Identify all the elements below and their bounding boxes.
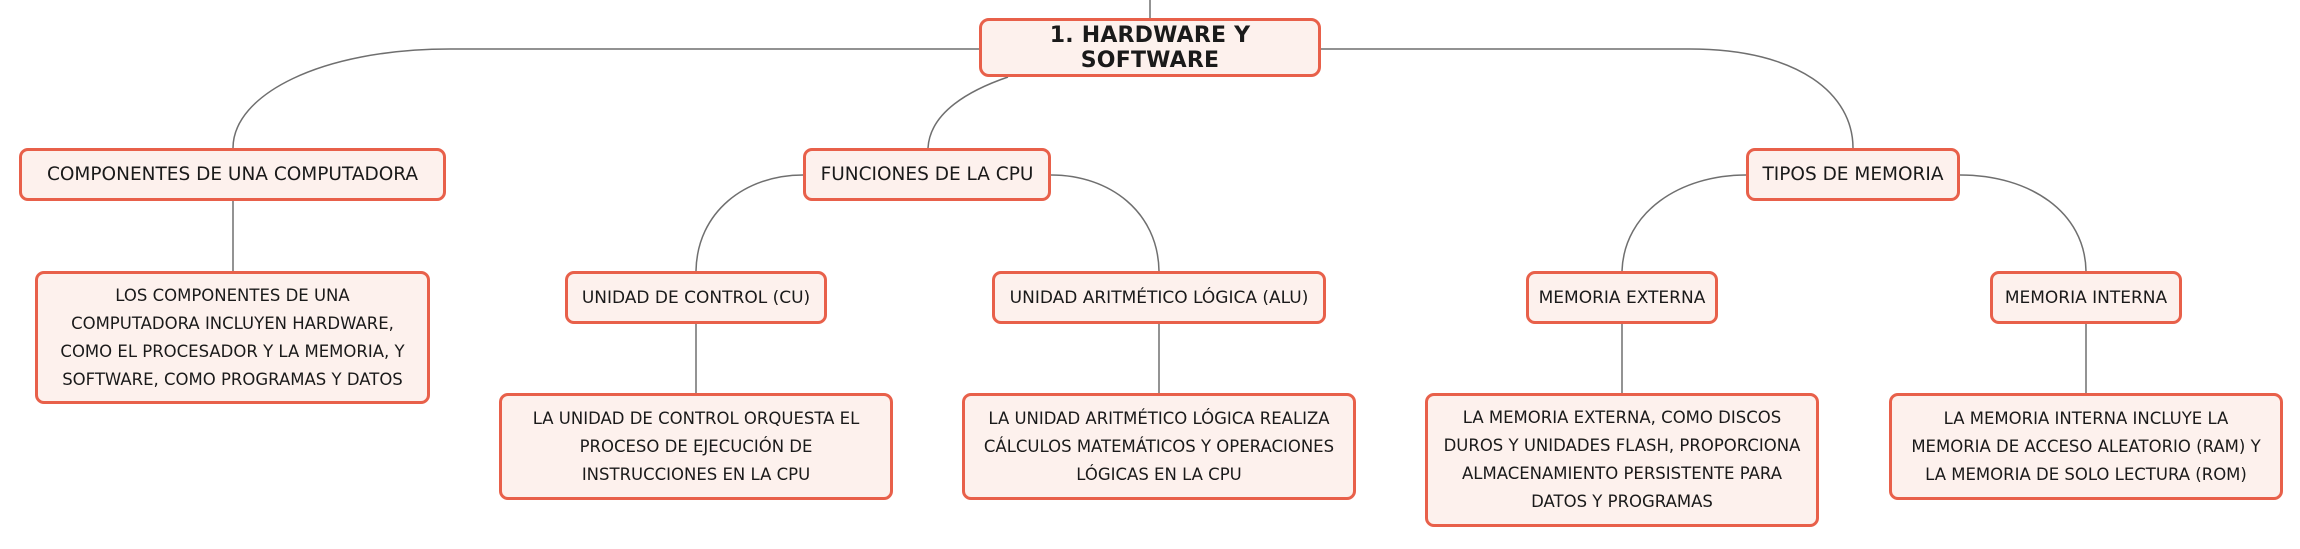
- connector-root-memoria: [1321, 48, 1854, 149]
- node-componentes[interactable]: COMPONENTES DE UNA COMPUTADORA: [19, 148, 446, 201]
- node-alu[interactable]: UNIDAD ARITMÉTICO LÓGICA (ALU): [992, 271, 1326, 324]
- connector-funciones-cu: [695, 174, 804, 272]
- detail-componentes[interactable]: LOS COMPONENTES DE UNA COMPUTADORA INCLU…: [35, 271, 430, 404]
- node-memoria-interna[interactable]: MEMORIA INTERNA: [1990, 271, 2182, 324]
- connector-root-funciones: [927, 76, 1009, 149]
- detail-memoria-externa[interactable]: LA MEMORIA EXTERNA, COMO DISCOS DUROS Y …: [1425, 393, 1819, 527]
- connector-memoria-externa: [1621, 174, 1747, 272]
- node-tipos-memoria[interactable]: TIPOS DE MEMORIA: [1746, 148, 1960, 201]
- connector-memoria-interna: [1959, 174, 2087, 272]
- connector-root-componentes: [232, 48, 979, 149]
- detail-unidad-control[interactable]: LA UNIDAD DE CONTROL ORQUESTA EL PROCESO…: [499, 393, 893, 500]
- node-unidad-control[interactable]: UNIDAD DE CONTROL (CU): [565, 271, 827, 324]
- node-memoria-externa[interactable]: MEMORIA EXTERNA: [1526, 271, 1718, 324]
- detail-alu[interactable]: LA UNIDAD ARITMÉTICO LÓGICA REALIZA CÁLC…: [962, 393, 1356, 500]
- detail-memoria-interna[interactable]: LA MEMORIA INTERNA INCLUYE LA MEMORIA DE…: [1889, 393, 2283, 500]
- node-funciones-cpu[interactable]: FUNCIONES DE LA CPU: [803, 148, 1051, 201]
- root-node[interactable]: 1. HARDWARE Y SOFTWARE: [979, 18, 1321, 77]
- connector-funciones-alu: [1050, 174, 1160, 272]
